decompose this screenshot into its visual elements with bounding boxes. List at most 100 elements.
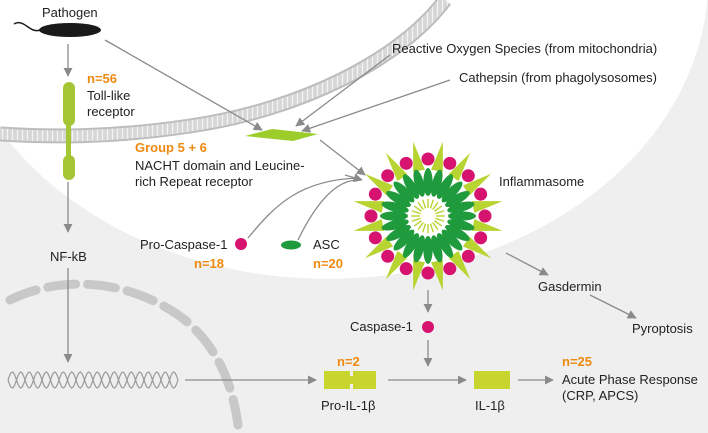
inflammasome-icon bbox=[353, 141, 503, 291]
inflammasome-petal bbox=[386, 224, 411, 242]
inflammasome-spike bbox=[364, 173, 394, 196]
il1b-label: IL-1β bbox=[475, 398, 505, 413]
inflammasome-petal bbox=[423, 168, 433, 196]
arrow-gasdermin-to-pyroptosis bbox=[589, 294, 637, 319]
ros-label: Reactive Oxygen Species (from mitochondr… bbox=[392, 41, 657, 56]
inflammasome-petal bbox=[393, 181, 415, 203]
pro-caspase-count: n=18 bbox=[194, 256, 224, 271]
arrow-nlr-to-inflammasome bbox=[319, 139, 366, 176]
inflammasome-core-line bbox=[435, 210, 445, 215]
inflammasome-petal bbox=[448, 211, 476, 221]
inflammasome-core-line bbox=[434, 205, 443, 212]
inflammasome-core-line bbox=[432, 201, 439, 210]
inflammasome-petal bbox=[381, 219, 409, 231]
inflammasome-spike bbox=[385, 152, 408, 182]
inflammasome-core-line bbox=[435, 217, 445, 222]
inflammasome-petal bbox=[441, 229, 463, 251]
inflammasome-core-line bbox=[429, 199, 434, 209]
inflammasome-bead bbox=[381, 169, 395, 183]
asc-count: n=20 bbox=[313, 256, 343, 271]
pro-caspase-dot-icon bbox=[235, 238, 247, 250]
tlr-count: n=56 bbox=[87, 71, 117, 86]
inflammasome-bead bbox=[443, 156, 457, 170]
pyroptosis-label: Pyroptosis bbox=[632, 321, 693, 336]
arrows bbox=[63, 39, 637, 385]
caspase-dot-icon bbox=[422, 321, 434, 333]
pathogen-icon bbox=[13, 21, 101, 37]
inflammasome-petal bbox=[436, 174, 454, 199]
inflammasome-spike bbox=[462, 173, 492, 196]
inflammasome-spike bbox=[353, 201, 385, 213]
inflammasome-spike bbox=[364, 236, 394, 259]
arrow-procaspase-to-inflammasome bbox=[247, 177, 359, 239]
nlr-label-line2: rich Repeat receptor bbox=[135, 174, 253, 189]
inflammasome-core-line bbox=[413, 205, 422, 212]
acute-label-line1: Acute Phase Response bbox=[562, 372, 698, 387]
inflammasome-spike bbox=[385, 250, 408, 280]
inflammasome-petal bbox=[393, 229, 415, 251]
inflammasome-spike bbox=[413, 141, 425, 173]
inflammasome-spike bbox=[431, 141, 443, 173]
tlr-label-line2: receptor bbox=[87, 104, 135, 119]
inflammasome-bead bbox=[474, 187, 488, 201]
nuclear-envelope bbox=[5, 279, 243, 430]
inflammasome-core-line bbox=[417, 222, 424, 231]
il1b-icon bbox=[474, 371, 510, 389]
caspase-label: Caspase-1 bbox=[350, 319, 413, 334]
inflammasome-petal bbox=[447, 219, 475, 231]
inflammasome-spike bbox=[471, 201, 503, 213]
inflammasome-petal bbox=[413, 235, 425, 263]
arrow-cathepsin-to-nlr bbox=[301, 79, 451, 133]
pro-il1b-count: n=2 bbox=[337, 354, 360, 369]
inflammasome-petal bbox=[431, 169, 443, 197]
inflammasome-core-line bbox=[432, 222, 439, 231]
inflammasome-spike bbox=[471, 219, 503, 231]
nfkb-label: NF-kB bbox=[50, 249, 87, 264]
inflammasome-core-line bbox=[422, 199, 427, 209]
pro-il1b-label: Pro-IL-1β bbox=[321, 398, 375, 413]
inflammasome-label: Inflammasome bbox=[499, 174, 584, 189]
pro-caspase-label: Pro-Caspase-1 bbox=[140, 237, 227, 252]
dna-strand-b bbox=[7, 371, 179, 389]
inflammasome-bead bbox=[368, 231, 382, 245]
inflammasome-spike bbox=[413, 259, 425, 291]
inflammasome-bead bbox=[478, 209, 492, 223]
inflammasome-core bbox=[410, 198, 446, 234]
group-label: Group 5 + 6 bbox=[135, 140, 207, 155]
inflammasome-core-line bbox=[434, 220, 443, 227]
inflammasome-spike bbox=[353, 219, 385, 231]
inflammasome-spike bbox=[448, 250, 471, 280]
inflammasome-bead bbox=[399, 156, 413, 170]
inflammasome-spike bbox=[462, 236, 492, 259]
toll-like-receptor-icon bbox=[63, 82, 75, 180]
inflammasome-bead bbox=[461, 169, 475, 183]
arrow-asc-to-inflammasome bbox=[297, 179, 359, 241]
arrow-ros-to-nlr bbox=[295, 54, 391, 127]
inflammasome-core-line bbox=[411, 217, 421, 222]
nlr-label-line1: NACHT domain and Leucine- bbox=[135, 158, 305, 173]
arrow-inflammasome-to-gasdermin bbox=[505, 252, 549, 276]
asc-label: ASC bbox=[313, 237, 340, 252]
inflammasome-petal bbox=[445, 190, 470, 208]
extracellular-space-fill bbox=[0, 0, 445, 136]
inflammasome-petal bbox=[380, 211, 408, 221]
inflammasome-bead bbox=[421, 266, 435, 280]
inflammasome-bead bbox=[381, 249, 395, 263]
inflammasome-core-line bbox=[413, 220, 422, 227]
dna-helix-icon bbox=[7, 371, 179, 389]
inflammasome-core-line bbox=[429, 223, 434, 233]
tlr-label-line1: Toll-like bbox=[87, 88, 130, 103]
inflammasome-petal bbox=[445, 224, 470, 242]
cell-membrane-texture bbox=[0, 0, 450, 142]
pathogen-label: Pathogen bbox=[42, 5, 98, 20]
inflammasome-spike bbox=[448, 152, 471, 182]
inflammasome-core-line bbox=[417, 201, 424, 210]
inflammasome-petal bbox=[431, 235, 443, 263]
inflammasome-bead bbox=[421, 152, 435, 166]
inflammasome-bead bbox=[461, 249, 475, 263]
asc-icon bbox=[281, 240, 301, 250]
pro-il1b-icon bbox=[324, 371, 376, 389]
inflammasome-bead bbox=[368, 187, 382, 201]
inflammasome-bead bbox=[399, 262, 413, 276]
